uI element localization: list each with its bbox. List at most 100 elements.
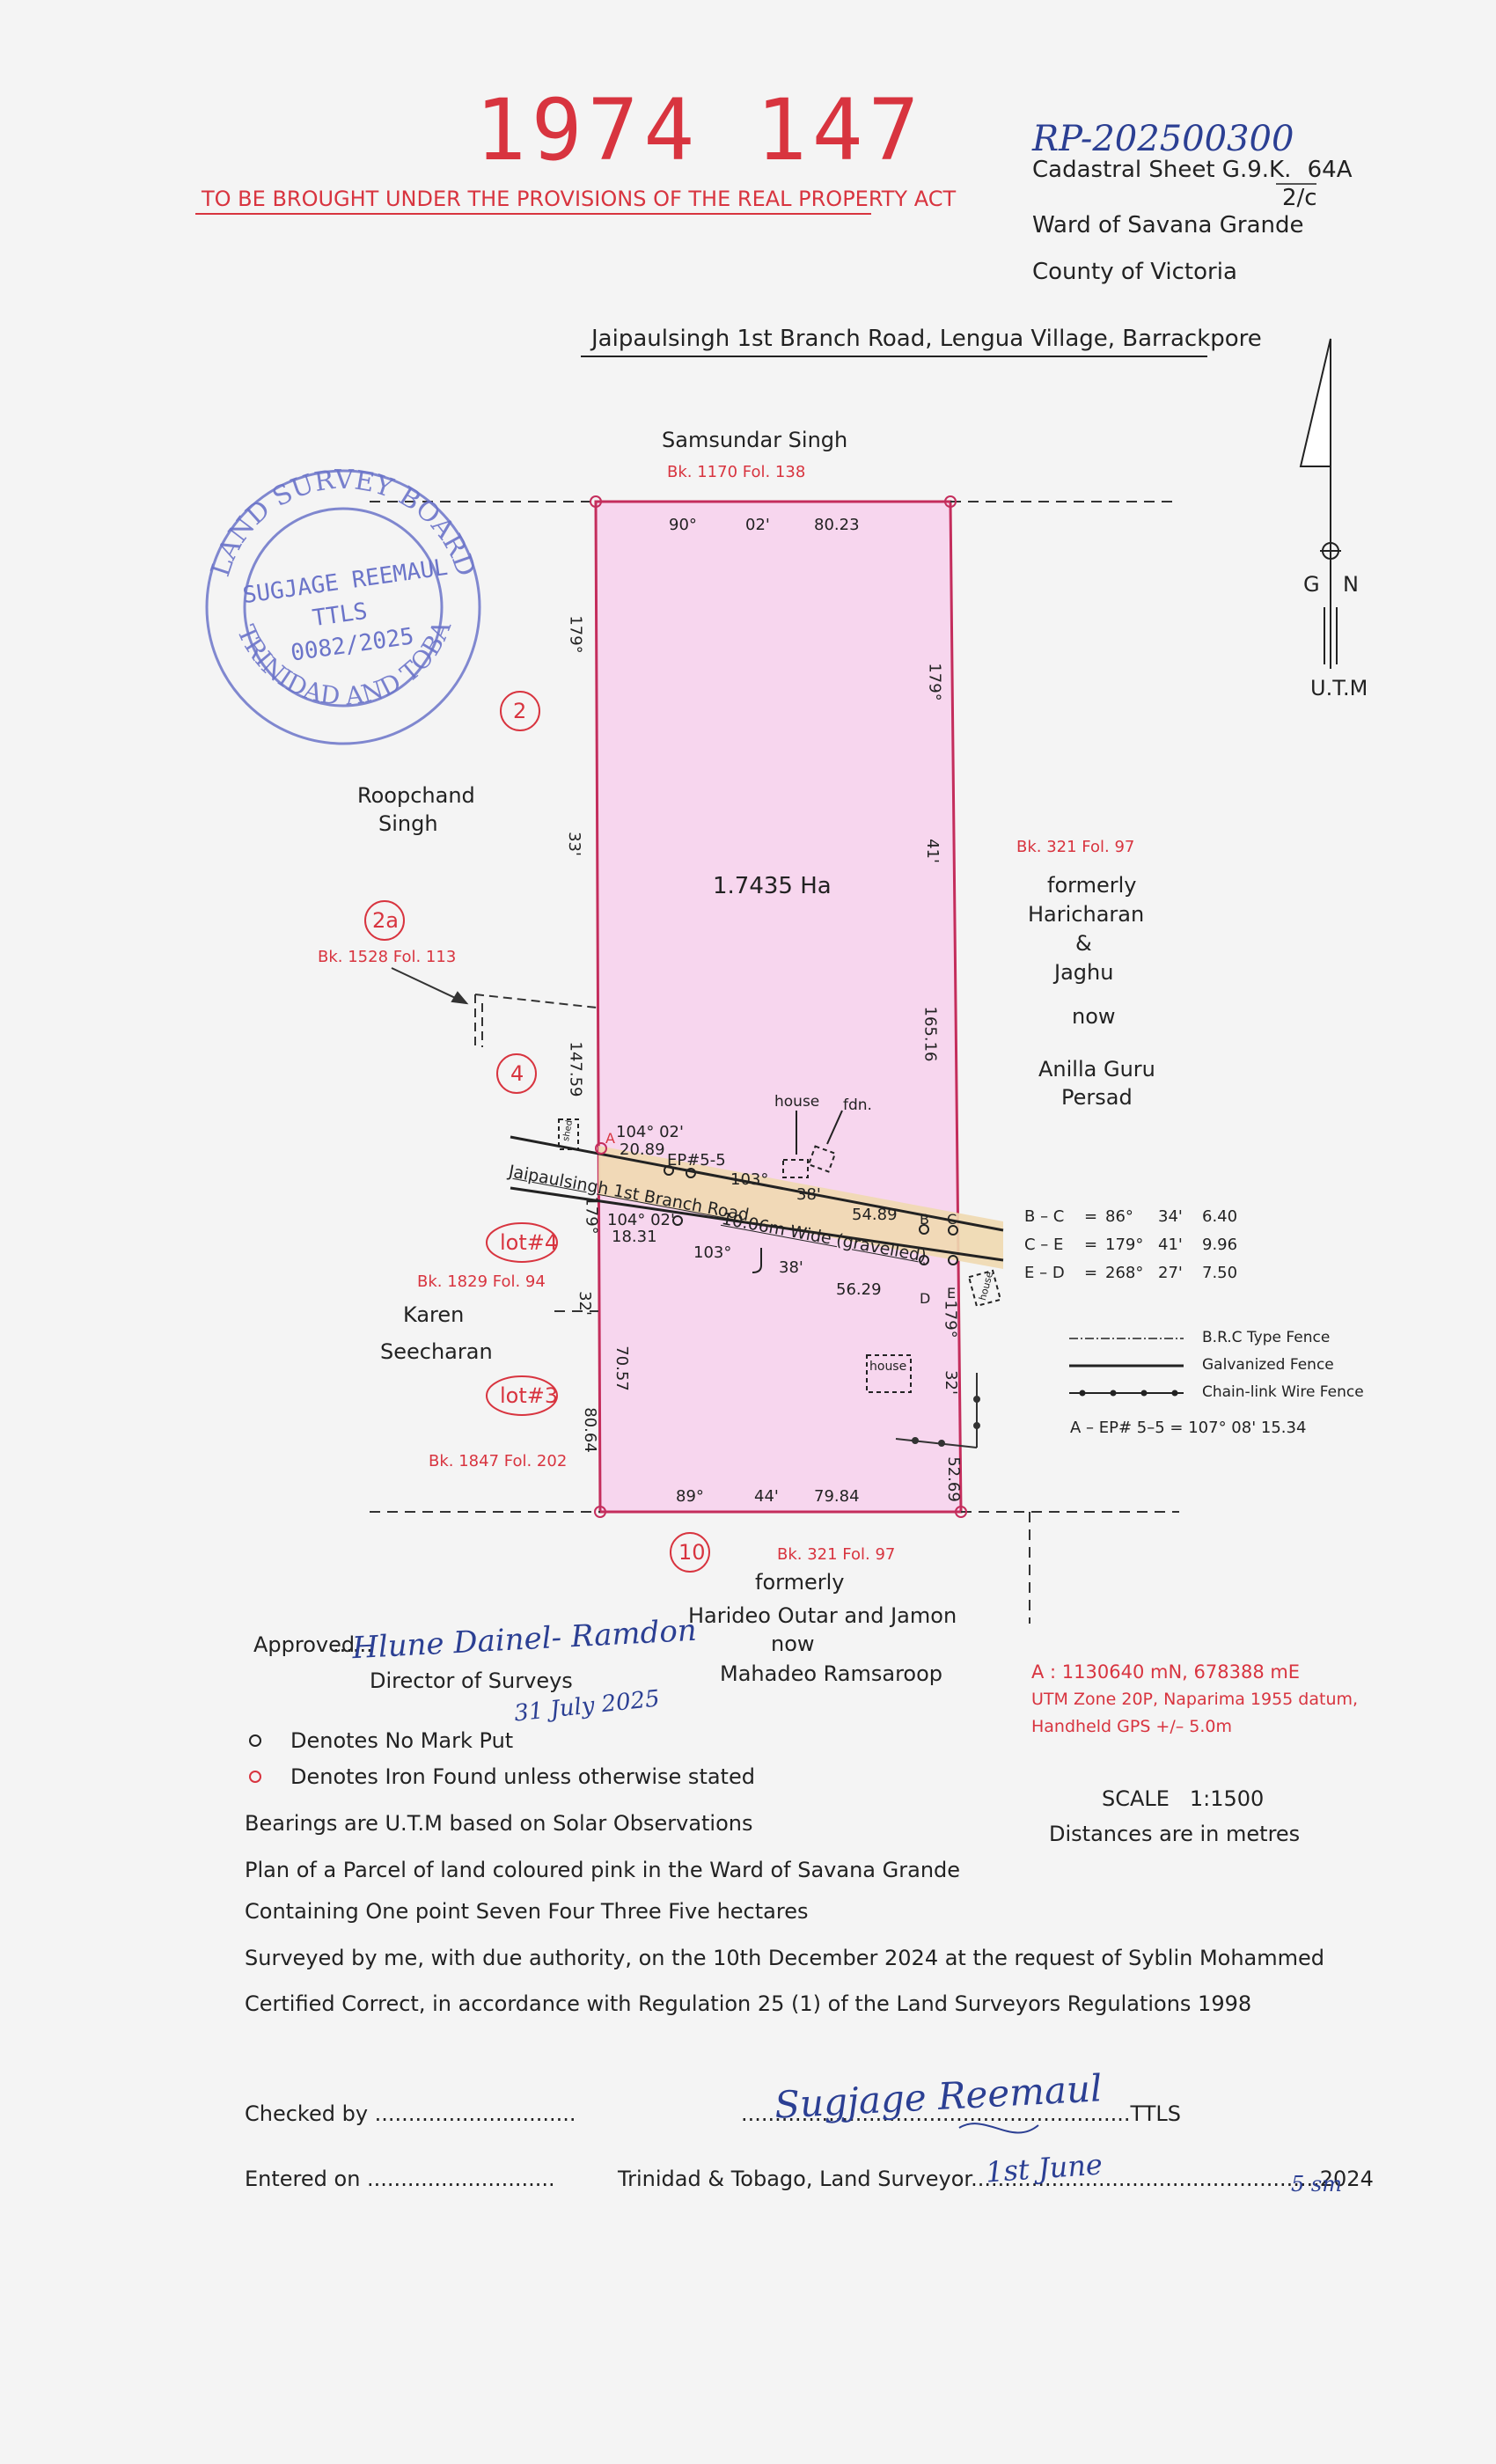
iron-found-symbol	[249, 1771, 261, 1783]
road-south-dist-b: 56.29	[836, 1280, 882, 1299]
south-neighbour-ref: Bk. 321 Fol. 97	[777, 1545, 896, 1564]
coords-line-1: A : 1130640 mN, 678388 mE	[1031, 1661, 1301, 1683]
north-arrow-utm: U.T.M	[1310, 676, 1368, 700]
bearing-min: 27'	[1158, 1264, 1183, 1282]
boundary-markers	[590, 495, 967, 1518]
right-upper-min: 41'	[922, 839, 942, 863]
approved-dots: ......	[333, 1632, 373, 1657]
point-a: A	[605, 1130, 615, 1147]
right-lower-deg: 179°	[941, 1300, 960, 1338]
east-neighbour-4: Jaghu	[1054, 960, 1114, 985]
north-arrow-g: G	[1303, 572, 1320, 597]
bearing-deg: 268°	[1105, 1264, 1144, 1282]
year-correction: 5 sm	[1291, 2172, 1342, 2196]
coords-line-2: UTM Zone 20P, Naparima 1955 datum,	[1031, 1690, 1359, 1709]
road-south-bearing-a: 104° 02'	[607, 1211, 675, 1229]
note-containing: Containing One point Seven Four Three Fi…	[245, 1899, 809, 1924]
note-bearings: Bearings are U.T.M based on Solar Observ…	[245, 1811, 753, 1836]
left-lower-dist-a: 70.57	[612, 1346, 631, 1391]
road-north-bearing-a: 104° 02'	[616, 1123, 684, 1141]
east-neighbour-2: Haricharan	[1028, 902, 1145, 927]
left-upper-deg: 179°	[566, 615, 585, 654]
location: Jaipaulsingh 1st Branch Road, Lengua Vil…	[591, 326, 1262, 352]
bearings-table: B – C = 86° 34' 6.40 C – E = 179° 41' 9.…	[1024, 1207, 1237, 1292]
parcel-area: 1.7435 Ha	[713, 873, 832, 899]
chainlink-fence	[895, 1373, 980, 1448]
left-lower-dist-b: 80.64	[580, 1407, 599, 1453]
lot-circles	[364, 691, 710, 1573]
house-label-south: house	[869, 1360, 907, 1374]
bottom-bearing-min: 44'	[754, 1487, 779, 1506]
road-south-bearing-mid: 103°	[693, 1243, 732, 1262]
point-b: B	[920, 1211, 929, 1228]
west-upper-name-2: Singh	[378, 811, 438, 836]
point-c: C	[947, 1211, 957, 1228]
road-south-min-mid: 38'	[779, 1258, 803, 1277]
approved-label: Approved	[253, 1632, 356, 1657]
point-d: D	[920, 1290, 931, 1307]
right-upper-dist: 165.16	[920, 1006, 940, 1062]
lot-2a: 2a	[372, 908, 399, 933]
road-edges	[510, 1135, 1004, 1262]
south-neighbour-2: Harideo Outar and Jamon	[688, 1603, 957, 1628]
east-neighbour-ref: Bk. 321 Fol. 97	[1016, 838, 1135, 856]
east-neighbour-1: formerly	[1047, 873, 1137, 898]
ttls-line: ........................................…	[741, 2101, 1181, 2126]
top-bearing-min: 02'	[745, 516, 770, 534]
left-upper-dist: 147.59	[566, 1041, 585, 1097]
no-mark-symbol	[249, 1734, 261, 1747]
surveyor-date: 1st June	[984, 2147, 1104, 2189]
south-neighbour-3: now	[771, 1632, 815, 1656]
coords-line-3: Handheld GPS +/– 5.0m	[1031, 1717, 1233, 1736]
cadastral-sheet-number: 64A	[1307, 157, 1353, 183]
house-label-north: house	[774, 1093, 820, 1111]
right-upper-deg: 179°	[925, 663, 944, 701]
road-north-dist-b: 54.89	[852, 1206, 898, 1224]
north-arrow-n: N	[1343, 572, 1359, 597]
road-north-min-mid: 38'	[796, 1185, 821, 1204]
legend-galvanized: Galvanized Fence	[1202, 1356, 1334, 1374]
bearing-pair: C – E	[1024, 1236, 1064, 1254]
right-lower-min: 32'	[941, 1370, 960, 1395]
lot-10: 10	[678, 1540, 706, 1565]
fdn-label: fdn.	[843, 1096, 872, 1114]
left-lower-min: 32'	[575, 1291, 594, 1316]
tt-land-surveyor: Trinidad & Tobago, Land Surveyor........…	[618, 2167, 1374, 2191]
bearing-min: 34'	[1158, 1207, 1183, 1226]
bearing-eq: =	[1084, 1236, 1098, 1254]
entered-on: Entered on ............................	[245, 2167, 555, 2191]
stamp-outer-bottom: OF TRINIDAD AND TOBAGO	[0, 0, 457, 711]
top-bearing-deg: 90°	[669, 516, 697, 534]
west-lower-name-2: Seecharan	[380, 1339, 493, 1364]
ep-label: EP#5-5	[667, 1151, 726, 1170]
bearing-dist: 9.96	[1202, 1236, 1238, 1254]
checked-by: Checked by .............................…	[245, 2101, 576, 2126]
scale: SCALE 1:1500	[1102, 1786, 1265, 1811]
point-e: E	[947, 1285, 957, 1302]
bottom-distance: 79.84	[814, 1487, 860, 1506]
ward: Ward of Savana Grande	[1032, 212, 1304, 238]
top-distance: 80.23	[814, 516, 860, 534]
legend-a-ep: A – EP# 5–5 = 107° 08' 15.34	[1070, 1419, 1307, 1437]
note-plan: Plan of a Parcel of land coloured pink i…	[245, 1858, 961, 1882]
lot-2a-ref: Bk. 1528 Fol. 113	[318, 948, 457, 966]
right-lower-dist: 52.69	[943, 1456, 963, 1502]
legend-brc: B.R.C Type Fence	[1202, 1329, 1331, 1346]
lot-2: 2	[513, 699, 527, 723]
left-lower-deg: 179°	[582, 1196, 601, 1235]
volume-number: 1974 147	[475, 81, 925, 180]
north-arrow	[1299, 338, 1341, 669]
bearing-pair: B – C	[1024, 1207, 1065, 1226]
registry-reference: RP-202500300	[1032, 119, 1294, 159]
cadastral-sheet-prefix: Cadastral Sheet G.9.K.	[1032, 157, 1292, 183]
rpa-line: TO BE BROUGHT UNDER THE PROVISIONS OF TH…	[202, 187, 957, 211]
east-neighbour-5: now	[1072, 1004, 1116, 1029]
lot-3-hash: lot#3	[500, 1383, 559, 1408]
bearing-row: E – D = 268° 27' 7.50	[1024, 1264, 1237, 1292]
director-of-surveys: Director of Surveys	[370, 1668, 573, 1693]
legend-chainlink: Chain-link Wire Fence	[1202, 1383, 1364, 1401]
bearing-dist: 7.50	[1202, 1264, 1238, 1282]
road-north-bearing-mid: 103°	[730, 1170, 769, 1189]
house-arrows	[558, 1110, 1002, 1393]
